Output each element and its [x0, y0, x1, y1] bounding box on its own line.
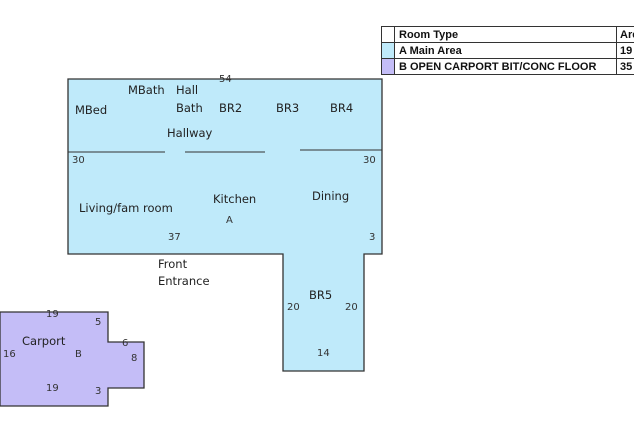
dim-right: 30	[363, 155, 376, 166]
carport-dim-left: 16	[3, 349, 16, 360]
carport-dim-ext-right: 8	[131, 353, 137, 364]
legend-swatch-header	[381, 26, 395, 43]
carport-dim-ext-top: 6	[122, 338, 128, 349]
room-br4: BR4	[330, 101, 353, 115]
dim-br5-bottom: 14	[317, 348, 330, 359]
legend-swatch-main	[381, 42, 395, 59]
legend-header-area: Are	[616, 26, 634, 43]
room-kitchen: Kitchen	[213, 192, 256, 206]
room-hallway: Hallway	[167, 126, 213, 140]
room-bath: Bath	[176, 101, 203, 115]
dim-br5-right: 20	[345, 302, 358, 313]
legend-type: B OPEN CARPORT BIT/CONC FLOOR	[394, 58, 617, 75]
room-hall: Hall	[176, 83, 198, 97]
room-br3: BR3	[276, 101, 299, 115]
legend-header-row: Room Type Are	[381, 26, 634, 43]
dim-left: 30	[72, 155, 85, 166]
carport-name: Carport	[22, 334, 66, 348]
front-entrance-line2: Entrance	[158, 274, 210, 288]
dim-right-step: 3	[369, 232, 375, 243]
legend-row: B OPEN CARPORT BIT/CONC FLOOR 35	[381, 58, 634, 75]
room-mbed: MBed	[75, 103, 107, 117]
main-area-shape	[67, 78, 383, 372]
legend-type: A Main Area	[394, 42, 617, 59]
room-br2: BR2	[219, 101, 242, 115]
carport-dim-top: 19	[46, 309, 59, 320]
area-label-b: B	[75, 349, 82, 360]
legend-area: 35	[616, 58, 634, 75]
room-dining: Dining	[312, 189, 349, 203]
legend-swatch-carport	[381, 58, 395, 75]
room-living: Living/fam room	[79, 201, 173, 215]
dim-bottom-left: 37	[168, 232, 181, 243]
carport-dim-bottom: 19	[46, 383, 59, 394]
dim-top: 54	[219, 74, 232, 85]
carport-shape	[0, 311, 145, 407]
area-label-a: A	[226, 215, 233, 226]
carport-dim-step-bottom: 3	[95, 386, 101, 397]
legend-header-type: Room Type	[394, 26, 617, 43]
room-mbath: MBath	[128, 83, 165, 97]
legend-area: 19	[616, 42, 634, 59]
front-entrance-line1: Front	[158, 257, 188, 271]
legend-row: A Main Area 19	[381, 42, 634, 59]
room-type-legend: Room Type Are A Main Area 19 B OPEN CARP…	[381, 26, 634, 75]
dim-br5-left: 20	[287, 302, 300, 313]
carport-dim-step-top: 5	[95, 317, 101, 328]
room-br5: BR5	[309, 288, 332, 302]
